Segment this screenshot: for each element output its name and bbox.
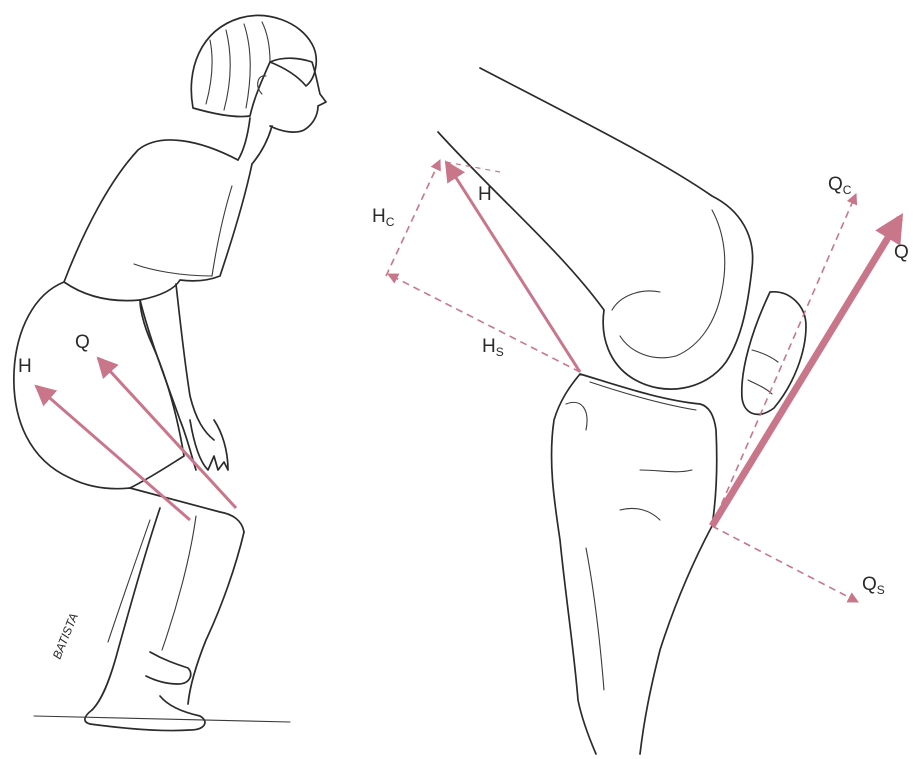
right-force-arrows	[386, 160, 900, 602]
hamstring-resultant-arrow	[446, 162, 580, 372]
quadriceps-resultant-arrow	[712, 218, 900, 526]
right-label-h: H	[478, 184, 492, 205]
label-qc: QC	[828, 174, 852, 197]
thigh	[130, 488, 244, 532]
left-force-arrows	[36, 358, 236, 520]
left-label-q: Q	[75, 332, 90, 353]
ground-line	[34, 716, 290, 722]
artist-signature: BATISTA	[50, 611, 81, 661]
label-hs: HS	[482, 336, 504, 359]
quadriceps-shear-arrow	[712, 526, 858, 602]
tibial-plateau	[566, 382, 696, 690]
right-label-q: Q	[894, 242, 909, 263]
left-label-h: H	[18, 356, 32, 377]
tibia	[552, 374, 717, 754]
quadriceps-force-arrow	[98, 358, 236, 508]
foot-front	[85, 696, 205, 731]
shorts	[14, 282, 184, 489]
patella	[742, 292, 806, 415]
squatting-figure: BATISTA	[14, 16, 326, 731]
ear	[258, 76, 266, 94]
femoral-condyle	[612, 210, 725, 358]
label-hc: HC	[372, 206, 395, 229]
shin	[92, 508, 244, 710]
sleeve	[134, 186, 232, 276]
quadriceps-compressive-arrow	[712, 194, 856, 526]
hamstring-force-arrow	[36, 386, 190, 520]
hair	[191, 16, 316, 117]
hamstring-shear-arrow	[388, 274, 580, 372]
knee-joint	[438, 68, 806, 754]
shirt	[64, 140, 252, 301]
label-qs: QS	[862, 574, 885, 597]
face	[270, 58, 326, 132]
foot-back	[146, 652, 191, 684]
